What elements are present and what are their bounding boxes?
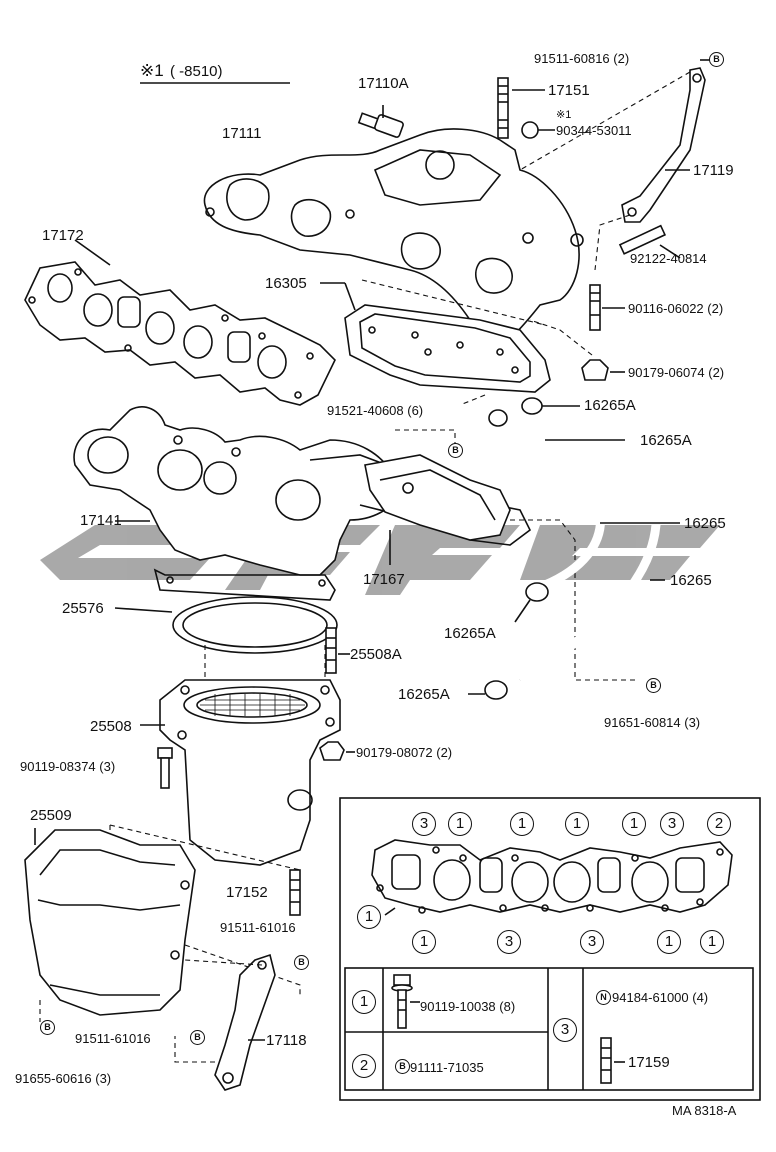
label-25508: 25508: [90, 718, 132, 735]
part-25576-gasket: [114, 596, 338, 680]
label-90116-06022: 90116-06022 (2): [628, 301, 724, 316]
watermark-logo: [40, 525, 720, 595]
ref-mark-b-3: B: [646, 678, 661, 693]
label-16265A-4: 16265A: [398, 686, 450, 703]
ref-mark-b: B: [709, 52, 724, 67]
label-note-mark: ※1: [556, 109, 572, 121]
label-16265A-2: 16265A: [640, 432, 692, 449]
legend-row3b-part: 17159: [628, 1054, 670, 1071]
gasket-num: 3: [580, 930, 604, 954]
gasket-num: 1: [448, 812, 472, 836]
label-17110A: 17110A: [358, 75, 409, 92]
label-17172: 17172: [42, 227, 84, 244]
ref-mark-b-2: B: [448, 443, 463, 458]
gasket-num: 1: [412, 930, 436, 954]
gasket-num: 1: [565, 812, 589, 836]
legend-bolt-icon: [391, 974, 420, 1029]
ref-mark-b-5: B: [190, 1030, 205, 1045]
gasket-num: 3: [660, 812, 684, 836]
part-17167-insulator: [364, 454, 635, 681]
part-16305-insulator: [320, 279, 551, 393]
part-17110A-sensor: [357, 105, 404, 138]
label-91655-60616: 91655-60616 (3): [15, 1071, 112, 1086]
part-90116-stud: [589, 284, 625, 331]
gasket-num: 1: [510, 812, 534, 836]
part-16265A-clamps: [468, 397, 580, 700]
gasket-num: 3: [412, 812, 436, 836]
part-90344-plug: [521, 121, 555, 139]
legend-row2-part: 91111-71035: [410, 1060, 484, 1075]
label-17151: 17151: [548, 82, 590, 99]
label-17111: 17111: [222, 125, 262, 142]
legend-row1-part: 90119-10038 (8): [420, 999, 516, 1014]
header-note-mark: ※1: [140, 61, 164, 80]
label-17119: 17119: [693, 162, 734, 179]
part-17151-stud: [497, 77, 545, 139]
label-25576: 25576: [62, 600, 104, 617]
part-25509-cover: [24, 824, 301, 1022]
part-17172-gasket: [24, 239, 336, 406]
label-16265-1: 16265: [684, 515, 726, 532]
gasket-num: 1: [700, 930, 724, 954]
ref-mark-b-7: B: [395, 1059, 410, 1074]
legend-key-2: 2: [352, 1054, 376, 1078]
part-90179-08072-nut: [319, 741, 355, 761]
gasket-num: 1: [657, 930, 681, 954]
part-90179-06074-nut: [529, 319, 625, 381]
legend-table-lines: [344, 967, 754, 1091]
part-25508-converter: [140, 679, 341, 866]
ref-mark-n: N: [596, 990, 611, 1005]
label-90179-06074: 90179-06074 (2): [628, 365, 725, 380]
header-note-range: ( -8510): [170, 63, 223, 80]
legend-key-1: 1: [352, 990, 376, 1014]
label-91651-60814: 91651-60814 (3): [604, 715, 701, 730]
label-16305: 16305: [265, 275, 307, 292]
label-17141: 17141: [80, 512, 122, 529]
label-25509: 25509: [30, 807, 72, 824]
ref-mark-b-6: B: [40, 1020, 55, 1035]
label-90344-53011: 90344-53011: [556, 123, 632, 138]
label-91521-40608: 91521-40608 (6): [327, 403, 424, 418]
gasket-num: 2: [707, 812, 731, 836]
label-17118: 17118: [266, 1032, 307, 1049]
intake-manifold-17111: [203, 128, 584, 346]
gasket-num: 1: [622, 812, 646, 836]
gasket-inset-frame: [339, 797, 761, 1101]
legend-row3a-part: 94184-61000 (4): [612, 990, 709, 1005]
legend-key-3: 3: [553, 1018, 577, 1042]
label-25508A: 25508A: [350, 646, 402, 663]
label-91511-61016-2: 91511-61016: [75, 1031, 151, 1046]
part-17152-stud: [289, 869, 301, 916]
label-90119-08374: 90119-08374 (3): [20, 759, 116, 774]
gasket-num: 1: [357, 905, 381, 929]
legend-stud-icon: [600, 1037, 625, 1084]
part-92122-stud: [618, 224, 681, 259]
gasket-num: 3: [497, 930, 521, 954]
part-25508A-stud: [325, 627, 350, 674]
ref-mark-b-4: B: [294, 955, 309, 970]
part-90119-08374-bolt: [157, 747, 173, 789]
label-16265A-3: 16265A: [444, 625, 496, 642]
label-91511-60816: 91511-60816 (2): [534, 51, 630, 66]
part-16265-hoses: [497, 405, 680, 684]
label-17152: 17152: [226, 884, 268, 901]
drawing-code: MA 8318-A: [672, 1103, 737, 1118]
label-90179-08072: 90179-08072 (2): [356, 745, 453, 760]
label-16265-2: 16265: [670, 572, 712, 589]
label-16265A-1: 16265A: [584, 397, 636, 414]
label-91511-61016-1: 91511-61016: [220, 920, 296, 935]
label-92122-40814: 92122-40814: [630, 251, 707, 266]
part-17118-bracket: [174, 953, 276, 1091]
label-17167: 17167: [363, 571, 405, 588]
